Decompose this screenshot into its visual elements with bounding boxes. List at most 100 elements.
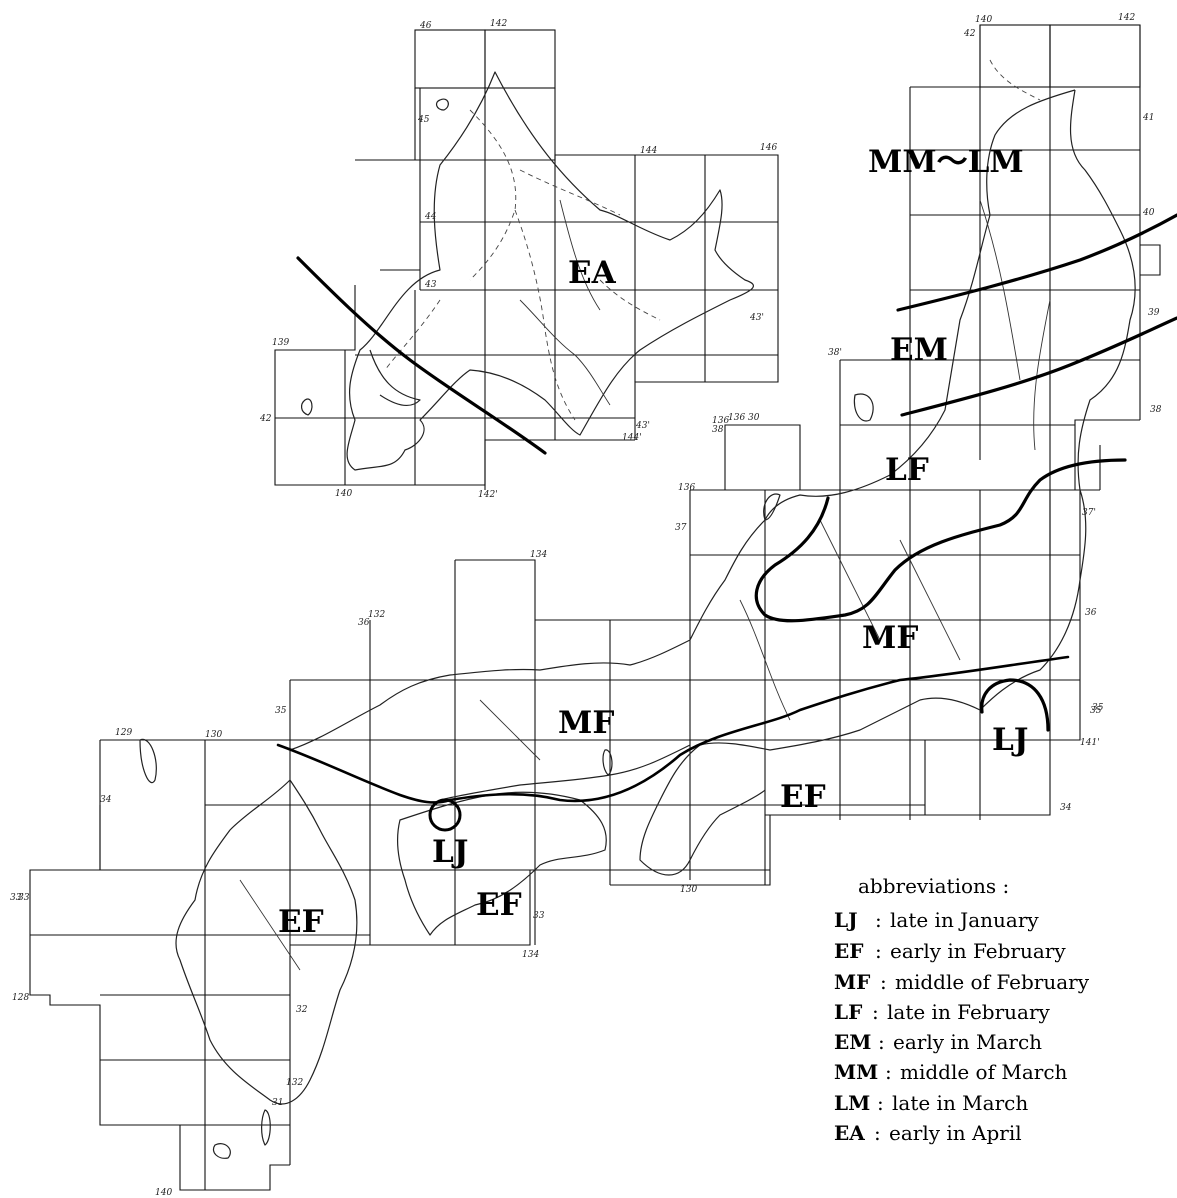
grid-label: 130 — [680, 885, 697, 895]
legend-meaning: early in April — [889, 1121, 1022, 1145]
sado-island — [853, 393, 874, 422]
grid-label: 37 — [675, 523, 687, 533]
kyushu-coast — [175, 779, 358, 1105]
grid-label: 35 — [275, 706, 287, 716]
grid-label: 134 — [530, 550, 547, 560]
grid-label: 136 30 — [728, 413, 760, 423]
legend-separator: : — [872, 1000, 879, 1024]
legend-item: EM : early in March — [834, 1030, 1042, 1054]
grid-label: 129 — [115, 728, 132, 738]
grid-label: 142' — [478, 490, 498, 500]
legend-meaning: late in January — [890, 908, 1039, 932]
legend-meaning: late in February — [887, 1000, 1051, 1024]
pacific-coast-central — [639, 697, 981, 876]
grid-label: 136 — [712, 416, 729, 426]
grid-label: 38 — [1150, 405, 1162, 415]
grid-label: 34 — [100, 795, 112, 805]
region-label-mf-west: MF — [558, 705, 614, 741]
hokkaido-coast — [346, 71, 755, 471]
grid-label: 45 — [417, 115, 430, 125]
awaji-island — [602, 749, 613, 776]
legend-item: EA : early in April — [834, 1121, 1022, 1145]
grid-label: 142 — [490, 19, 507, 29]
isoline-em-lf — [900, 316, 1177, 417]
grid-label: 40 — [1142, 208, 1155, 218]
grid-label: 33 — [533, 911, 545, 921]
legend-separator: : — [877, 1091, 884, 1115]
region-label-lf: LF — [885, 452, 929, 488]
grid-label: 41 — [1142, 113, 1154, 123]
legend-meaning: late in March — [892, 1091, 1028, 1115]
isoline-mf-ef — [276, 655, 1070, 804]
legend-abbr: LM — [834, 1091, 870, 1115]
region-label-ea: EA — [568, 255, 617, 291]
legend-item: EF : early in February — [834, 939, 1066, 963]
legend-meaning: early in February — [890, 939, 1066, 963]
grid-label: 144 — [640, 146, 657, 156]
grid-label: 140 — [335, 489, 352, 499]
legend-abbr: LJ — [834, 908, 858, 932]
grid-label: 33 — [18, 893, 30, 903]
grid-label: 132 — [286, 1078, 303, 1088]
region-label-lj-west: LJ — [432, 834, 468, 870]
legend-separator: : — [874, 1121, 881, 1145]
region-label-lj-east: LJ — [992, 722, 1028, 758]
grid-label: 42 — [963, 29, 976, 39]
rivers — [239, 199, 1051, 971]
grid-label: 46 — [419, 21, 432, 31]
grid-label: 142 — [1118, 13, 1135, 23]
tohoku-grid — [839, 24, 1161, 560]
region-label-mm-lm: MM～LM — [868, 144, 1024, 180]
grid-label: 144' — [622, 433, 642, 443]
yakushima-island — [212, 1143, 231, 1159]
legend-item: LM : late in March — [834, 1091, 1028, 1115]
legend-abbr: EA — [834, 1121, 865, 1145]
legend-separator: : — [880, 970, 887, 994]
legend-item: MM : middle of March — [834, 1060, 1068, 1084]
region-label-ef-kyushu: EF — [278, 904, 324, 940]
legend-abbr: MM — [834, 1060, 878, 1084]
legend-title: abbreviations : — [858, 874, 1009, 898]
isochrone-lines — [276, 213, 1177, 832]
legend-separator: : — [875, 939, 882, 963]
region-label-ef-kii: EF — [780, 779, 826, 815]
legend-separator: : — [885, 1060, 892, 1084]
legend-abbr: MF — [834, 970, 870, 994]
legend-abbr: LF — [834, 1000, 862, 1024]
grid-label: 36 — [358, 618, 370, 628]
grid-label: 43' — [635, 421, 650, 431]
isoline-lj-west — [428, 798, 462, 832]
legend-item: MF : middle of February — [834, 970, 1090, 994]
central-grid — [205, 424, 1101, 1165]
inland-sea-coast — [439, 744, 691, 801]
japan-sea-coast — [289, 519, 766, 751]
isoline-lj-east — [980, 678, 1050, 732]
grid-label: 38' — [828, 348, 842, 358]
map-sheet-grid — [29, 24, 1161, 1191]
grid-label: 32 — [296, 1005, 308, 1015]
grid-labels: 46 142 144 146 45 44 43 43' 139 42 140 1… — [10, 13, 1162, 1198]
grid-label: 39 — [1148, 308, 1160, 318]
legend-meaning: early in March — [893, 1030, 1042, 1054]
grid-label: 128 — [12, 993, 29, 1003]
noto-peninsula — [763, 493, 781, 521]
rishiri-island — [435, 98, 449, 111]
isoline-lf-mf — [754, 458, 1127, 623]
region-label-ef-shikoku: EF — [476, 887, 522, 923]
grid-label: 130 — [205, 730, 222, 740]
okushiri-island — [301, 398, 313, 416]
legend: abbreviations : LJ : late in January EF … — [834, 874, 1090, 1145]
region-label-mf-east: MF — [862, 620, 918, 656]
grid-label: 43' — [749, 313, 764, 323]
grid-label: 43 — [424, 280, 437, 290]
legend-meaning: middle of March — [900, 1060, 1068, 1084]
grid-label: 141' — [1080, 738, 1100, 748]
grid-label: 33' — [10, 893, 24, 903]
grid-label: 44 — [424, 212, 437, 222]
isoline-ea-boundary — [296, 256, 547, 455]
grid-label: 134 — [522, 950, 539, 960]
legend-abbr: EF — [834, 939, 863, 963]
grid-label: 140 — [975, 15, 992, 25]
legend-abbr: EM — [834, 1030, 871, 1054]
